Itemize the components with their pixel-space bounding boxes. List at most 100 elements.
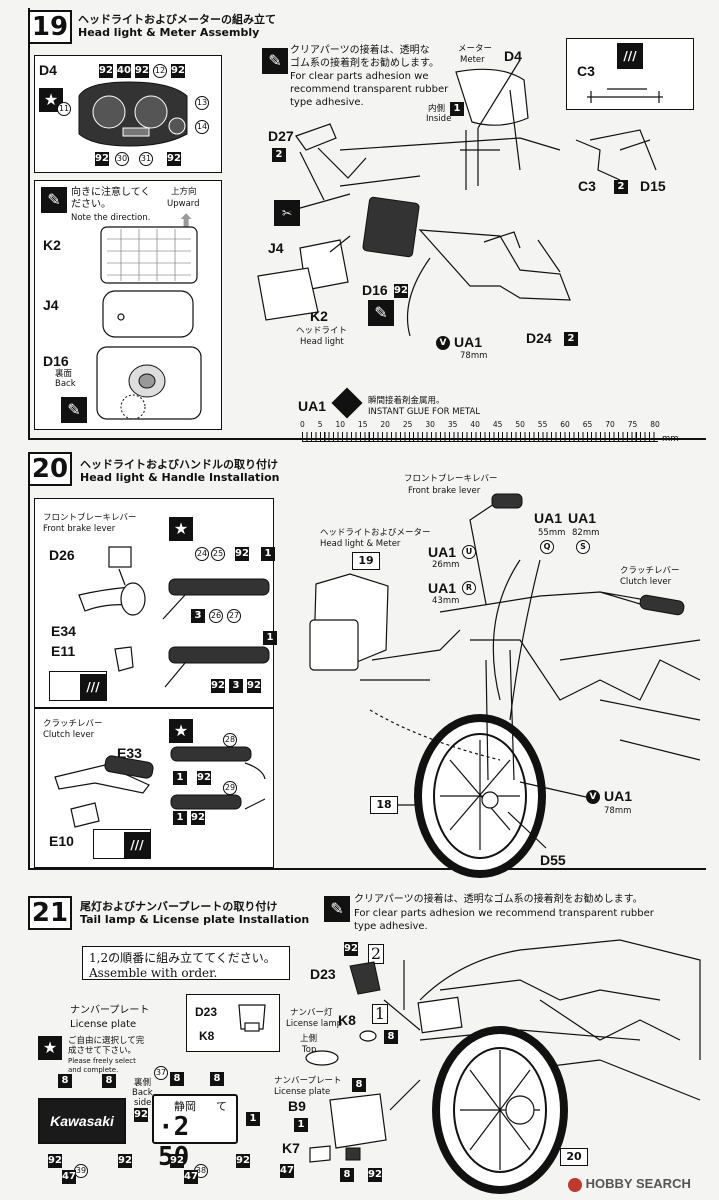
decal-37: 37 <box>154 1066 168 1080</box>
part-label-ua1: UA1 <box>568 510 597 526</box>
back-jp: 裏面 <box>55 369 73 379</box>
decal-31: 31 <box>139 152 153 166</box>
marker-q: Q <box>540 540 554 554</box>
glue-icon: ✎ <box>262 48 288 74</box>
color-47: 47 <box>280 1164 294 1178</box>
glue-jp: 瞬間接着剤金属用。 <box>368 396 445 406</box>
color-92: 92 <box>48 1154 62 1168</box>
decal-26: 26 <box>209 609 223 623</box>
ref-step-19: 19 <box>352 552 380 570</box>
color-1: 1 <box>263 631 277 645</box>
d23-drawing <box>238 1004 266 1032</box>
ruler-unit: mm <box>662 434 679 444</box>
part-label-k8: K8 <box>338 1012 356 1028</box>
clear-parts-icon: ✂ <box>274 200 300 226</box>
clear-note-en3: type adhesive. <box>290 97 364 108</box>
step-badge-1: 1 <box>372 1004 388 1024</box>
free-select-jp: ご自由に選択して完成させて下さい。 <box>68 1036 145 1056</box>
color-92: 92 <box>247 679 261 693</box>
ruler-tick-label: 20 <box>380 420 390 429</box>
star-icon: ★ <box>38 1036 62 1060</box>
free-select-en1: Please freely select <box>68 1057 136 1065</box>
marker-r: R <box>462 581 476 595</box>
color-8: 8 <box>58 1074 72 1088</box>
front-brake-jp: フロントブレーキレバー <box>404 474 498 484</box>
color-1: 1 <box>294 1118 308 1132</box>
meter-jp: メーター <box>458 44 493 54</box>
star-icon: ★ <box>169 719 193 743</box>
paint-icon: /// <box>80 674 106 700</box>
step-20-frame <box>28 486 706 870</box>
part-label-d16: D16 <box>43 353 69 369</box>
color-92: 92 <box>235 547 249 561</box>
length-82mm: 82mm <box>572 528 600 538</box>
length-78mm: 78mm <box>604 806 632 816</box>
color-2: 2 <box>272 148 286 162</box>
color-8: 8 <box>384 1030 398 1044</box>
ref-step-20: 20 <box>560 1148 588 1166</box>
part-label-k8: K8 <box>199 1029 215 1043</box>
step-badge-2: 2 <box>368 944 384 964</box>
plate-kana: て <box>216 1100 227 1113</box>
length-78mm: 78mm <box>460 351 488 361</box>
step-title-en: Head light & Meter Assembly <box>78 26 260 39</box>
decal-11: 11 <box>57 102 71 116</box>
color-1: 1 <box>261 547 275 561</box>
part-label-e11: E11 <box>51 643 76 659</box>
meter-en: Meter <box>460 55 485 65</box>
glue-en: INSTANT GLUE FOR METAL <box>368 407 481 417</box>
headlight-assembly-drawing <box>257 59 657 337</box>
color-2: 2 <box>614 180 628 194</box>
paint-icon: /// <box>617 43 643 69</box>
step-number: 21 <box>28 896 72 930</box>
clear-note-en1: For clear parts adhesion we <box>290 71 429 82</box>
color-92: 92 <box>394 284 408 298</box>
plate-jp: ナンバープレート <box>70 1005 150 1016</box>
clutch-lever-en: Clutch lever <box>43 730 95 740</box>
ruler-tick-label: 5 <box>317 420 323 429</box>
step-title-en: Head light & Handle Installation <box>80 471 280 484</box>
color-1: 1 <box>246 1112 260 1126</box>
color-1: 1 <box>173 811 187 825</box>
part-label-d23: D23 <box>195 1005 218 1019</box>
color-2: 2 <box>564 332 578 346</box>
glue-icon: ✎ <box>324 896 350 922</box>
glue-icon: ✎ <box>61 397 87 423</box>
color-8: 8 <box>340 1168 354 1182</box>
clear-note-jp1: クリアパーツの接着は、透明な <box>290 45 430 56</box>
license-plate-box: ナンバープレート License plate ★ ご自由に選択して完成させて下さ… <box>34 1000 280 1190</box>
ruler-tick-label: 75 <box>627 420 638 429</box>
part-label-ua1: UA1 <box>534 510 563 526</box>
headlight-en: Head light <box>300 337 344 347</box>
brake-lever-jp: フロントブレーキレバー <box>43 513 137 523</box>
color-92: 92 <box>135 64 149 78</box>
color-47: 47 <box>62 1170 76 1184</box>
color-40: 40 <box>117 64 131 78</box>
part-label-d23: D23 <box>310 966 336 982</box>
clutch-lever-box: クラッチレバー Clutch lever E33 E10 ★ 28 1 92 2… <box>34 708 274 868</box>
color-1: 1 <box>173 771 187 785</box>
ruler-tick-label: 0 <box>300 420 305 429</box>
part-label-e33: E33 <box>117 745 142 761</box>
ruler-tick-label: 55 <box>537 420 548 429</box>
glue-icon: ✎ <box>368 300 394 326</box>
inside-en: Inside <box>426 114 452 124</box>
marker-v: V <box>436 336 450 350</box>
decal-12: 12 <box>153 64 167 78</box>
back-en: Back <box>55 379 76 389</box>
color-8: 8 <box>210 1072 224 1086</box>
back-side-en2: side <box>134 1098 152 1108</box>
color-3: 3 <box>229 679 243 693</box>
part-label-d24: D24 <box>526 330 552 346</box>
number-plate: 静岡 て ·2 50 <box>152 1094 238 1172</box>
clear-note-jp: クリアパーツの接着は、透明なゴム系の接着剤をお勧めします。 <box>354 894 643 905</box>
color-92: 92 <box>95 152 109 166</box>
clear-note-jp2: ゴム系の接着剤をお勧めします。 <box>290 58 439 69</box>
ref-step-18: 18 <box>370 796 398 814</box>
brake-lever-en: Front brake lever <box>43 524 116 534</box>
step-title-jp: 尾灯およびナンバープレートの取り付け <box>80 900 278 913</box>
color-92: 92 <box>118 1154 132 1168</box>
clear-note-en2: type adhesive. <box>354 921 428 932</box>
ruler-tick-label: 65 <box>582 420 593 429</box>
